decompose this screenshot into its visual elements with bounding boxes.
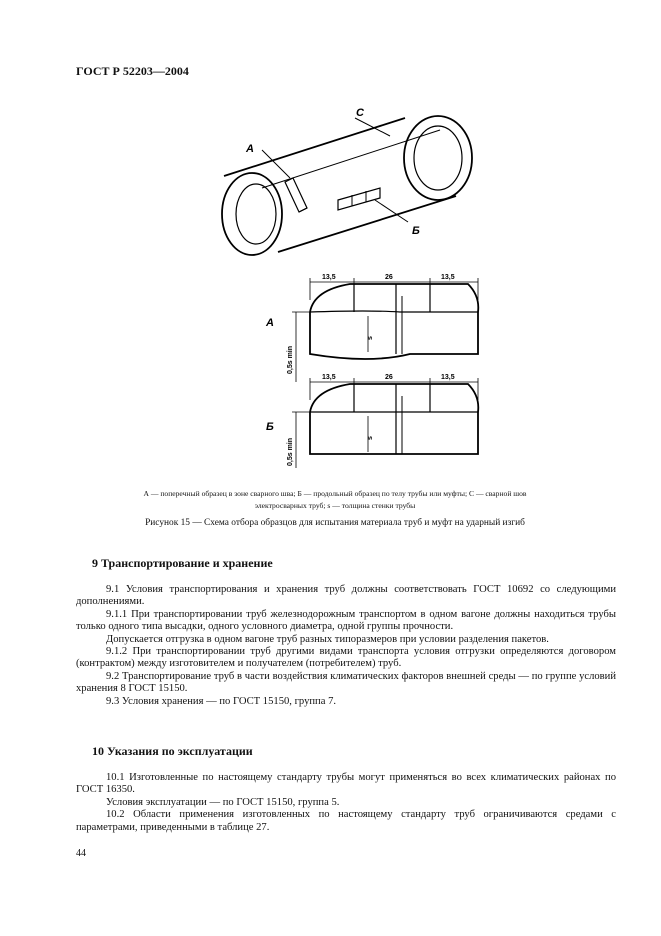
paragraph: Допускается отгрузка в одном вагоне труб… [106, 633, 549, 645]
pipe-right-end [403, 115, 473, 201]
label-a-pipe: А [245, 143, 254, 155]
paragraph: 10.1 Изготовленные по настоящему стандар… [76, 772, 616, 796]
dim-a-middle: 26 [385, 274, 393, 281]
section-10-title: 10 Указания по эксплуатации [92, 744, 253, 758]
dim-b-left: 13,5 [322, 374, 336, 381]
section-9-title: 9 Транспортирование и хранение [92, 556, 273, 570]
paragraph: 9.2 Транспортирование труб в части возде… [76, 670, 616, 695]
legend-line-2: электросварных труб; s — толщина стенки … [254, 501, 416, 510]
paragraph: Условия эксплуатации — по ГОСТ 15150, гр… [106, 796, 340, 808]
label-a-specimen: А [265, 317, 274, 329]
section-9-body: 9.1 Условия транспортирования и хранения… [76, 584, 616, 708]
paragraph: 9.1.2 При транспортировании труб другими… [76, 646, 616, 670]
label-b-specimen: Б [266, 421, 274, 433]
dim-b-right: 13,5 [441, 374, 455, 381]
dim-a-left: 13,5 [322, 274, 336, 281]
paragraph: 9.3 Условия хранения — по ГОСТ 15150, гр… [106, 695, 337, 707]
dim-b-s: s [367, 436, 374, 440]
dim-a-right: 13,5 [441, 274, 455, 281]
document-header: ГОСТ Р 52203—2004 [76, 64, 189, 78]
figure-caption: Рисунок 15 — Схема отбора образцов для и… [145, 518, 525, 528]
dim-a-s: s [367, 336, 374, 340]
legend-line-1: А — поперечный образец в зоне сварного ш… [143, 489, 527, 498]
pipe-left-end [221, 172, 283, 256]
dim-b-middle: 26 [385, 374, 393, 381]
page-number: 44 [76, 848, 86, 859]
paragraph: 10.2 Области применения изготовленных по… [76, 809, 616, 833]
paragraph: 9.1 Условия транспортирования и хранения… [76, 584, 616, 608]
section-10-body: 10.1 Изготовленные по настоящему стандар… [76, 772, 616, 834]
dim-a-min: 0,5s min [287, 346, 294, 374]
dim-b-min: 0,5s min [287, 438, 294, 466]
weld-seam [261, 129, 441, 189]
label-c: С [356, 107, 365, 119]
paragraph: 9.1.1 При транспортировании труб железно… [76, 608, 616, 633]
label-b-pipe: Б [412, 225, 420, 237]
figure-specimen-diagram: С А Б А Б 13,5 26 13,5 13,5 26 13,5 0,5s… [221, 107, 480, 468]
figure-legend: А — поперечный образец в зоне сварного ш… [70, 488, 600, 512]
